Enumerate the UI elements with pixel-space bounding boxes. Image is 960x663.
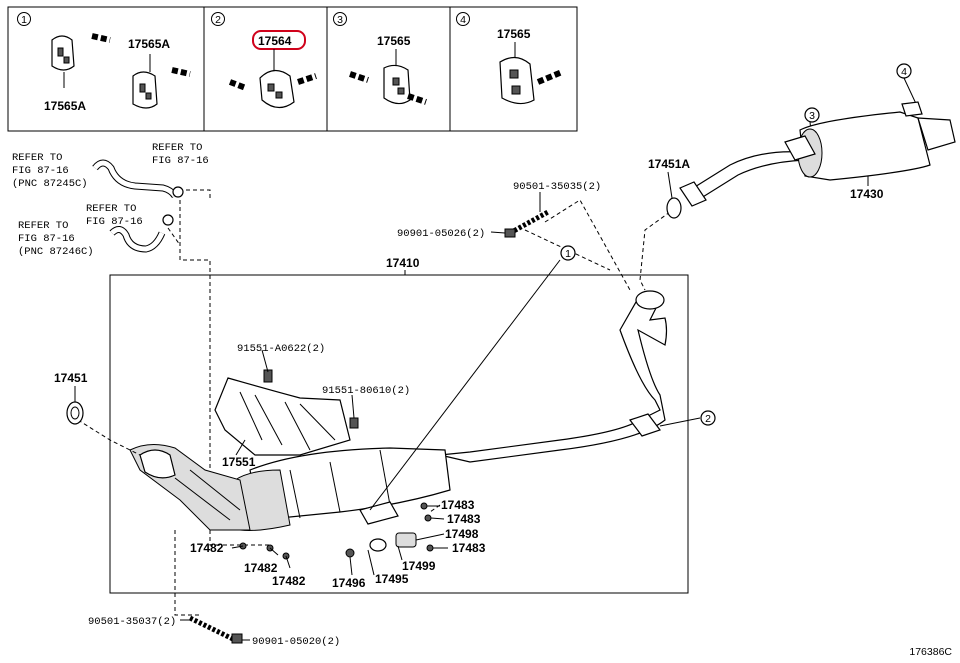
gasket-17451	[66, 401, 84, 425]
callout-1-leader	[369, 259, 561, 511]
label-17482-c: 17482	[272, 574, 306, 588]
callout-3	[804, 107, 820, 123]
callout-4	[896, 63, 912, 79]
inset-box-2: 2 17564	[211, 12, 317, 109]
label-17565-box3: 17565	[377, 34, 411, 48]
label-17483-b: 17483	[447, 512, 481, 526]
callout-2-leader	[659, 417, 701, 427]
inset-box-1: 1 17565A 17565A	[17, 12, 191, 113]
muffler-tail-tip	[917, 117, 956, 151]
label-17482-b: 17482	[244, 561, 278, 575]
hanger-rod-2	[171, 67, 191, 77]
label-17499: 17499	[402, 559, 436, 573]
frame-17410	[109, 274, 689, 594]
diagram-id: 176386C	[909, 646, 952, 658]
label-91551-A0622: 91551-A0622(2)	[237, 343, 325, 355]
label-91551-80610: 91551-80610(2)	[322, 385, 410, 397]
inset-box-3: 3 17565	[333, 12, 427, 105]
label-17551: 17551	[222, 455, 256, 469]
label-90501-35037: 90501-35037(2)	[88, 616, 176, 628]
tail-pipe-flange	[679, 181, 707, 207]
stud-90501-35035	[508, 209, 550, 236]
inset-box-2-number: 2	[215, 14, 221, 26]
hanger-rod-3	[228, 79, 248, 91]
nut-90901-05020	[231, 633, 243, 644]
label-17483-a: 17483	[441, 498, 475, 512]
label-17565A-top: 17565A	[128, 37, 170, 51]
label-17483-c: 17483	[452, 541, 486, 555]
label-90901-05026: 90901-05026(2)	[397, 228, 485, 240]
callout-2	[700, 410, 716, 426]
hanger-bracket-2	[629, 413, 661, 437]
label-17495: 17495	[375, 572, 409, 586]
inset-box-4: 4 17565	[456, 12, 564, 105]
hanger-rod-1	[91, 33, 111, 43]
inset-box-4-number: 4	[460, 14, 466, 26]
center-bracket	[359, 501, 399, 525]
hanger-rod-5	[349, 71, 369, 83]
refer-to-notes: REFER TO FIG 87-16 (PNC 87245C) REFER TO…	[12, 142, 211, 530]
muffler-hanger-bracket	[784, 135, 816, 161]
heat-shield-17551	[214, 377, 351, 456]
sensor-17498	[395, 532, 417, 548]
ring-17496	[345, 548, 355, 558]
ref-b: REFER TO FIG 87-16	[152, 142, 209, 167]
part-labels: 91551-A0622(2) 91551-80610(2) 17551 1748…	[88, 181, 601, 648]
label-90901-05020: 90901-05020(2)	[252, 636, 340, 648]
callout-1	[560, 245, 576, 261]
svg-text:4: 4	[901, 66, 907, 78]
label-90501-35035: 90501-35035(2)	[513, 181, 601, 193]
label-17496: 17496	[332, 576, 366, 590]
svg-text:2: 2	[705, 413, 711, 425]
label-17564: 17564	[258, 34, 292, 48]
ref-d: REFER TO FIG 87-16 (PNC 87246C)	[18, 220, 94, 258]
label-17498: 17498	[445, 527, 479, 541]
gasket-17451A	[666, 197, 682, 219]
inset-box-1-number: 1	[21, 14, 27, 26]
hanger-17565-box4	[499, 56, 535, 105]
ref-c: REFER TO FIG 87-16	[86, 203, 143, 228]
front-pipe-assembly	[129, 290, 668, 531]
hanger-rod-6	[407, 93, 427, 105]
inset-box-3-number: 3	[337, 14, 343, 26]
stud-90501-35037	[188, 615, 237, 643]
pipe-flange-rear	[635, 290, 665, 310]
svg-text:1: 1	[565, 248, 571, 260]
bolt-91551-80610	[349, 417, 359, 429]
fasteners	[188, 209, 550, 644]
gasket-17495	[369, 538, 387, 552]
hanger-rod-7	[536, 69, 564, 85]
muffler-assembly: 17451A 17430	[648, 101, 956, 219]
tail-pipe	[689, 151, 807, 201]
bolt-91551-A0622	[263, 369, 273, 383]
label-17565A-bottom: 17565A	[44, 99, 86, 113]
label-17482-a: 17482	[190, 541, 224, 555]
label-17451A: 17451A	[648, 157, 690, 171]
hanger-rod-4	[297, 73, 317, 85]
label-17451: 17451	[54, 371, 88, 385]
muffler-17430	[799, 111, 931, 181]
highlight-17564	[252, 30, 306, 50]
callouts: 1 2 3 4	[560, 63, 912, 426]
svg-text:3: 3	[809, 110, 815, 122]
inset-panel: 1 17565A 17565A 2 17564	[7, 6, 578, 132]
label-17410: 17410	[386, 256, 420, 270]
hanger-17564	[259, 69, 295, 109]
label-17565-box4: 17565	[497, 27, 531, 41]
ref-a: REFER TO FIG 87-16 (PNC 87245C)	[12, 152, 88, 190]
label-17430: 17430	[850, 187, 884, 201]
